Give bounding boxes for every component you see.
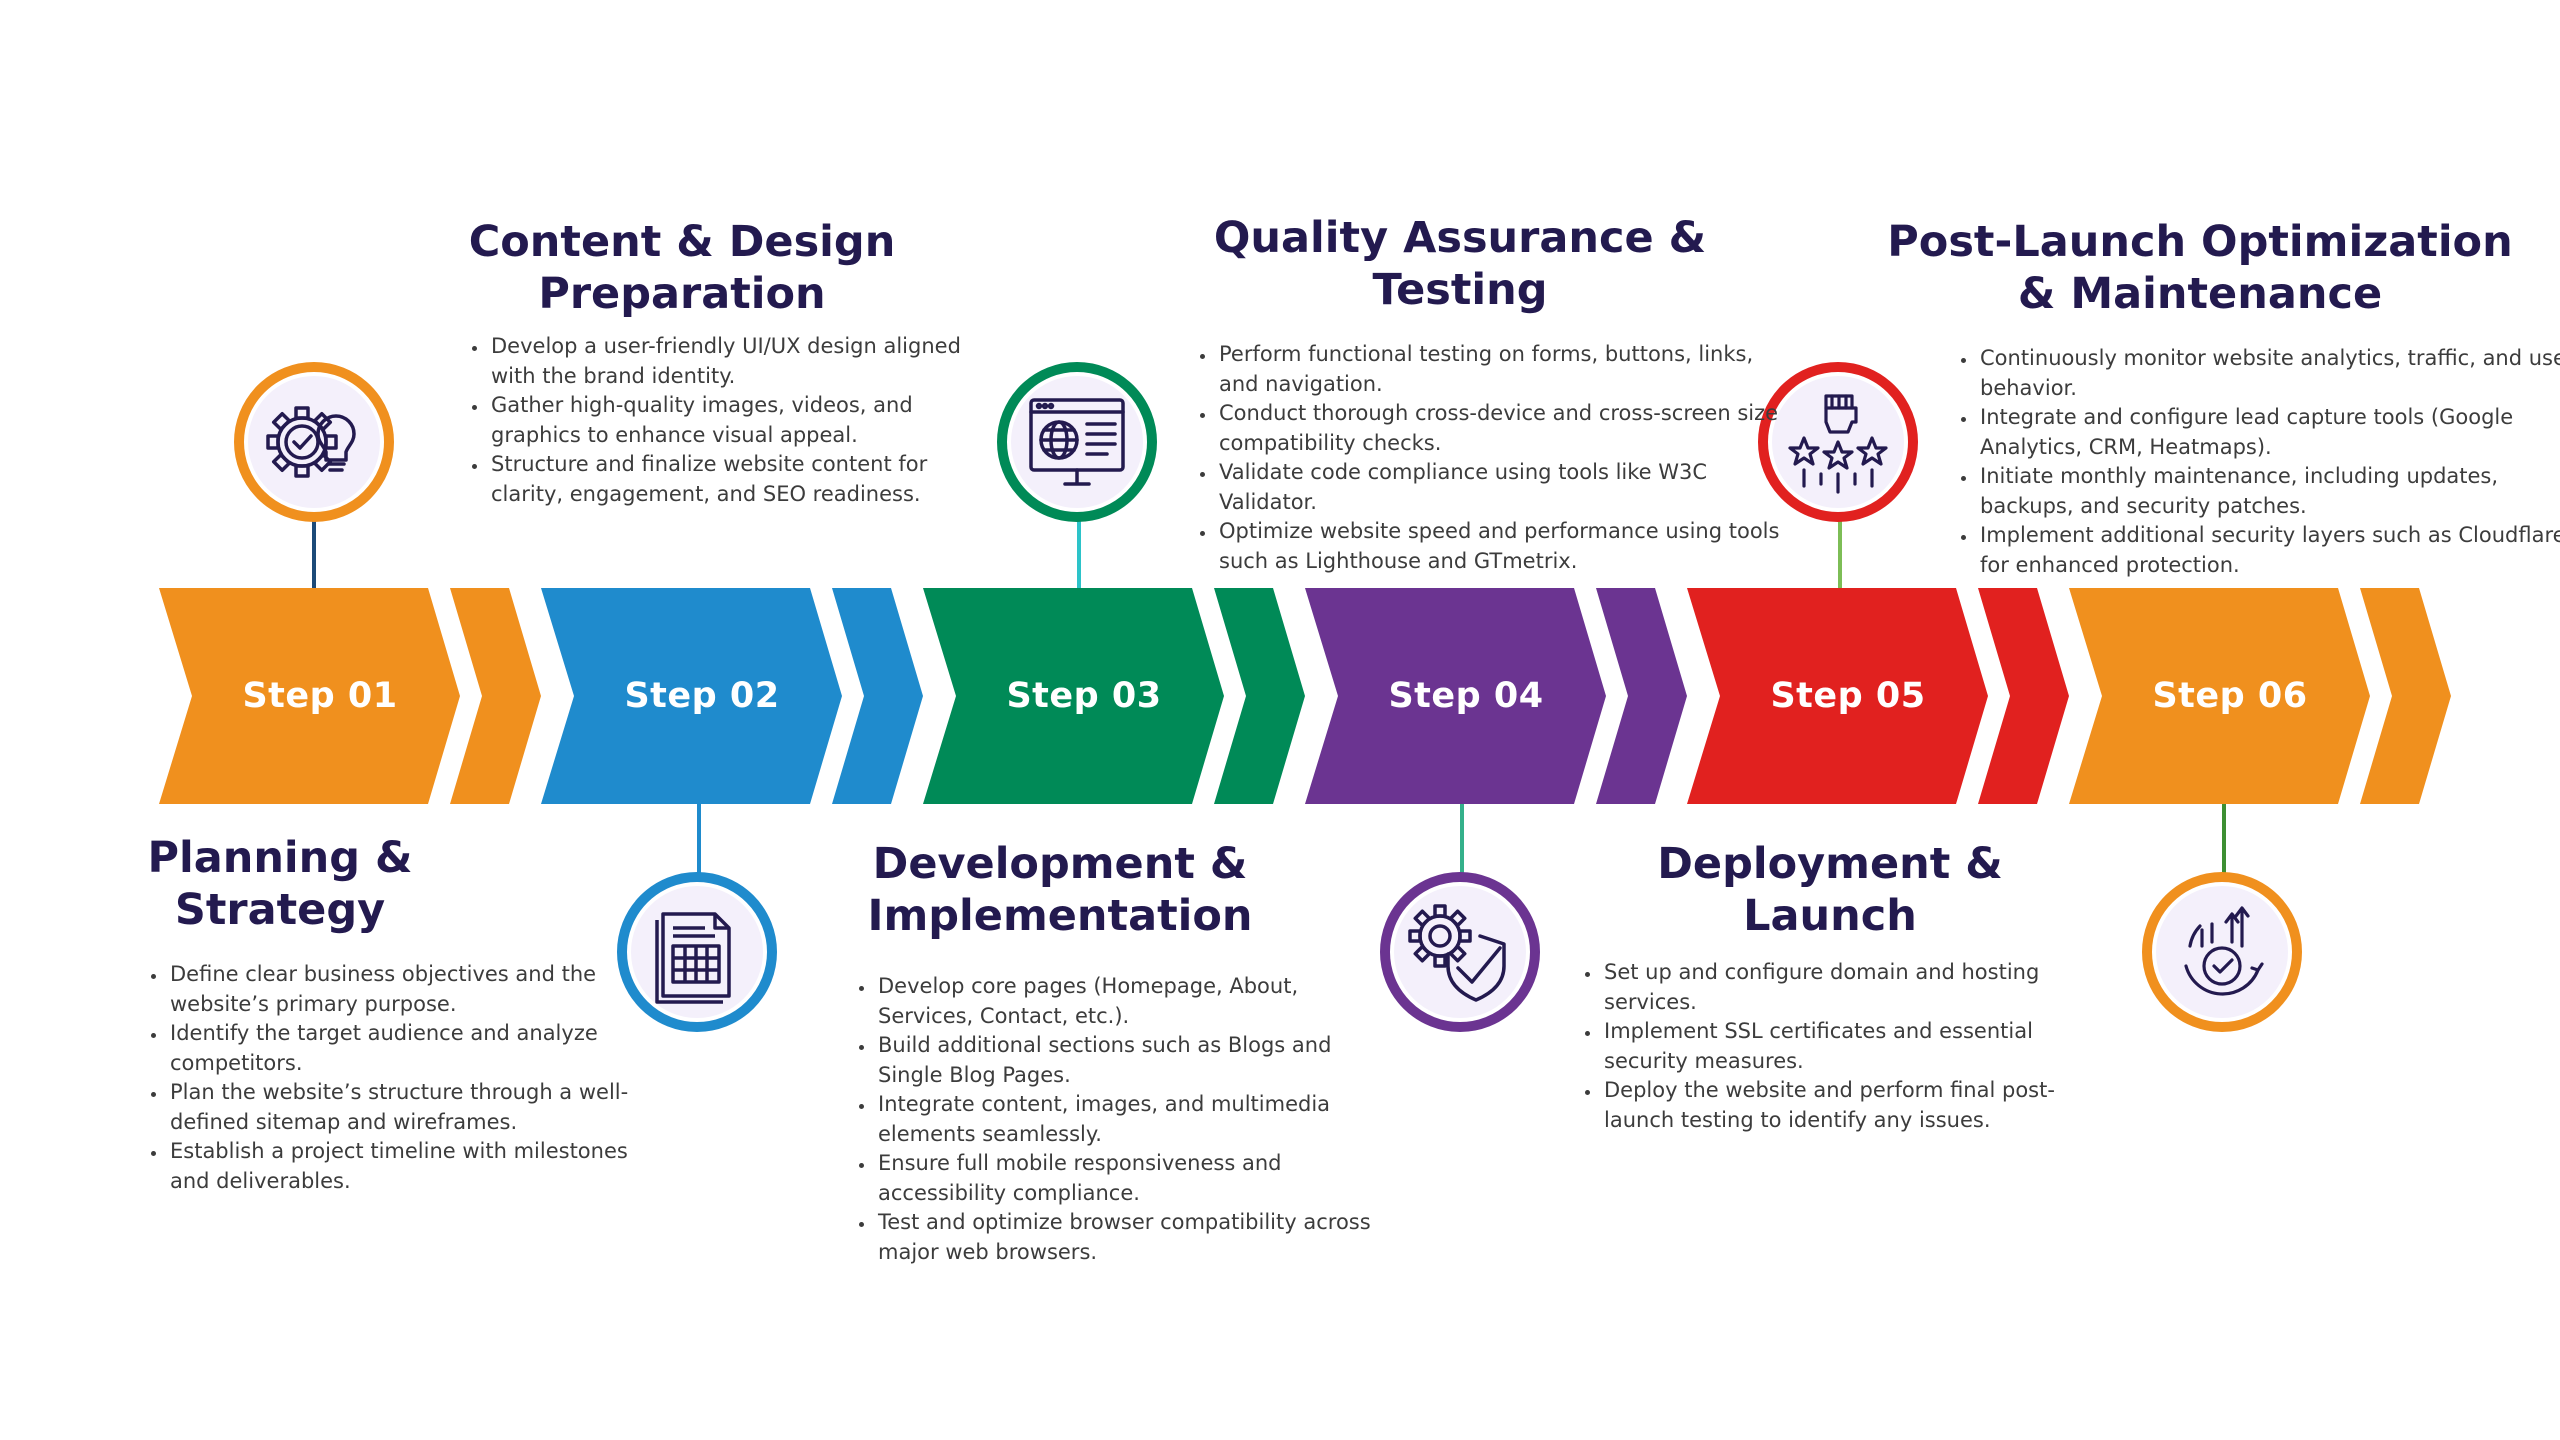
- list-item: Perform functional testing on forms, but…: [1217, 340, 1797, 399]
- arrow-step-06: [2069, 588, 2451, 804]
- gear-shield-check-icon: [1378, 870, 1542, 1034]
- title-line: Content & Design: [468, 217, 896, 267]
- list-item: Initiate monthly maintenance, including …: [1978, 462, 2560, 521]
- connector-line-01: [312, 518, 316, 588]
- list-item: Deploy the website and perform final pos…: [1602, 1076, 2102, 1135]
- arrow-step-02: [541, 588, 923, 804]
- list-item: Conduct thorough cross-device and cross-…: [1217, 399, 1797, 458]
- list-item: Continuously monitor website analytics, …: [1978, 344, 2560, 403]
- connector-line-06: [2222, 804, 2226, 874]
- chevron-main: [159, 588, 460, 804]
- document-table-icon: [615, 870, 779, 1034]
- list-item: Gather high-quality images, videos, and …: [489, 391, 989, 450]
- arrow-step-03: [923, 588, 1305, 804]
- connector-line-05: [1838, 518, 1842, 588]
- chevron-small: [1978, 588, 2069, 804]
- step-02-bullets: Develop a user-friendly UI/UX design ali…: [455, 332, 989, 509]
- title-line: Testing: [1372, 265, 1548, 315]
- chevron-small: [1596, 588, 1687, 804]
- list-item: Build additional sections such as Blogs …: [876, 1031, 1371, 1090]
- step-06-title: Post-Launch Optimization & Maintenance: [1880, 216, 2520, 320]
- step-05-label: Step 05: [1770, 676, 1926, 716]
- growth-cycle-check-icon: [2140, 870, 2304, 1034]
- chevron-small: [832, 588, 923, 804]
- step-05-title: Deployment & Launch: [1520, 838, 2140, 942]
- chevron-main: [541, 588, 842, 804]
- title-line: Planning &: [147, 833, 413, 883]
- chevron-small: [2360, 588, 2451, 804]
- list-item: Validate code compliance using tools lik…: [1217, 458, 1797, 517]
- step-03-label: Step 03: [1006, 676, 1162, 716]
- title-line: Launch: [1743, 891, 1917, 941]
- title-line: Development &: [872, 839, 1248, 889]
- list-item: Establish a project timeline with milest…: [168, 1137, 648, 1196]
- arrow-step-05: [1687, 588, 2069, 804]
- list-item: Ensure full mobile responsiveness and ac…: [876, 1149, 1371, 1208]
- title-line: Quality Assurance &: [1213, 213, 1707, 263]
- step-04-title: Quality Assurance & Testing: [1145, 212, 1775, 316]
- step-05-bullets: Set up and configure domain and hosting …: [1568, 958, 2102, 1135]
- step-03-bullets: Develop core pages (Homepage, About, Ser…: [842, 972, 1371, 1267]
- step-01-title: Planning & Strategy: [0, 832, 590, 936]
- connector-line-02: [697, 804, 701, 874]
- connector-line-03: [1077, 518, 1081, 588]
- fist-stars-icon: [1756, 360, 1920, 524]
- step-02-label: Step 02: [624, 676, 780, 716]
- list-item: Test and optimize browser compatibility …: [876, 1208, 1371, 1267]
- list-item: Integrate and configure lead capture too…: [1978, 403, 2560, 462]
- list-item: Identify the target audience and analyze…: [168, 1019, 648, 1078]
- list-item: Integrate content, images, and multimedi…: [876, 1090, 1371, 1149]
- gear-lightbulb-check-icon: [232, 360, 396, 524]
- step-01-bullets: Define clear business objectives and the…: [134, 960, 648, 1196]
- list-item: Implement additional security layers suc…: [1978, 521, 2560, 580]
- list-item: Develop core pages (Homepage, About, Ser…: [876, 972, 1371, 1031]
- list-item: Implement SSL certificates and essential…: [1602, 1017, 2102, 1076]
- web-monitor-globe-icon: [995, 360, 1159, 524]
- chevron-main: [1305, 588, 1606, 804]
- list-item: Develop a user-friendly UI/UX design ali…: [489, 332, 989, 391]
- connector-line-04: [1460, 804, 1464, 874]
- list-item: Plan the website’s structure through a w…: [168, 1078, 648, 1137]
- list-item: Structure and finalize website content f…: [489, 450, 989, 509]
- chevron-small: [450, 588, 541, 804]
- list-item: Optimize website speed and performance u…: [1217, 517, 1797, 576]
- list-item: Define clear business objectives and the…: [168, 960, 648, 1019]
- title-line: Post-Launch Optimization: [1887, 217, 2513, 267]
- step-04-bullets: Perform functional testing on forms, but…: [1183, 340, 1797, 576]
- list-item: Set up and configure domain and hosting …: [1602, 958, 2102, 1017]
- arrow-step-04: [1305, 588, 1687, 804]
- chevron-small: [1214, 588, 1305, 804]
- title-line: Strategy: [174, 885, 386, 935]
- step-01-label: Step 01: [242, 676, 398, 716]
- title-line: Implementation: [867, 891, 1253, 941]
- chevron-main: [1687, 588, 1988, 804]
- step-06-bullets: Continuously monitor website analytics, …: [1944, 344, 2560, 580]
- chevron-main: [923, 588, 1224, 804]
- step-06-label: Step 06: [2152, 676, 2308, 716]
- step-02-title: Content & Design Preparation: [372, 216, 992, 320]
- arrow-step-01: [159, 588, 541, 804]
- title-line: Deployment &: [1657, 839, 2003, 889]
- step-03-title: Development & Implementation: [750, 838, 1370, 942]
- title-line: & Maintenance: [2017, 269, 2383, 319]
- title-line: Preparation: [538, 269, 826, 319]
- chevron-main: [2069, 588, 2370, 804]
- step-04-label: Step 04: [1388, 676, 1544, 716]
